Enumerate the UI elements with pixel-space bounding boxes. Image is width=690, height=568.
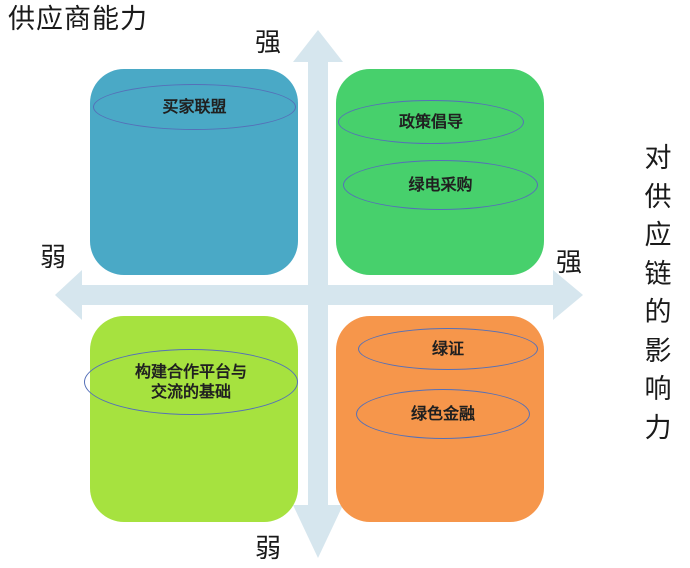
axis-label-top: 强	[255, 28, 282, 58]
pill-green-power-procurement: 绿电采购	[343, 160, 538, 210]
horizontal-axis	[80, 285, 555, 305]
pill-label-line-1: 构建合作平台与	[134, 362, 247, 381]
pill-cooperation-platform: 构建合作平台与 交流的基础	[84, 349, 298, 415]
pill-buyer-alliance: 买家联盟	[93, 84, 296, 130]
axis-label-left: 弱	[40, 243, 67, 273]
right-arrowhead	[553, 270, 583, 320]
left-arrowhead	[55, 270, 82, 320]
quadrant-bottom-left	[90, 316, 298, 522]
axis-label-right: 强	[556, 248, 583, 278]
pill-label: 政策倡导	[398, 112, 463, 131]
pill-green-certificate: 绿证	[358, 328, 538, 370]
supplier-capability-title: 供应商能力	[8, 4, 148, 35]
vertical-axis	[308, 60, 328, 505]
supply-chain-influence-title: 对供应链的影响力	[644, 143, 672, 444]
pill-label: 买家联盟	[162, 97, 227, 116]
pill-label: 绿色金融	[410, 404, 475, 423]
down-arrowhead	[293, 505, 343, 558]
pill-policy-advocacy: 政策倡导	[338, 100, 524, 144]
pill-label: 绿电采购	[408, 175, 473, 194]
axis-label-bottom: 弱	[255, 534, 282, 564]
pill-label-line-2: 交流的基础	[150, 382, 231, 401]
up-arrowhead	[293, 30, 343, 62]
pill-label: 绿证	[431, 339, 464, 358]
pill-green-finance: 绿色金融	[356, 389, 530, 439]
